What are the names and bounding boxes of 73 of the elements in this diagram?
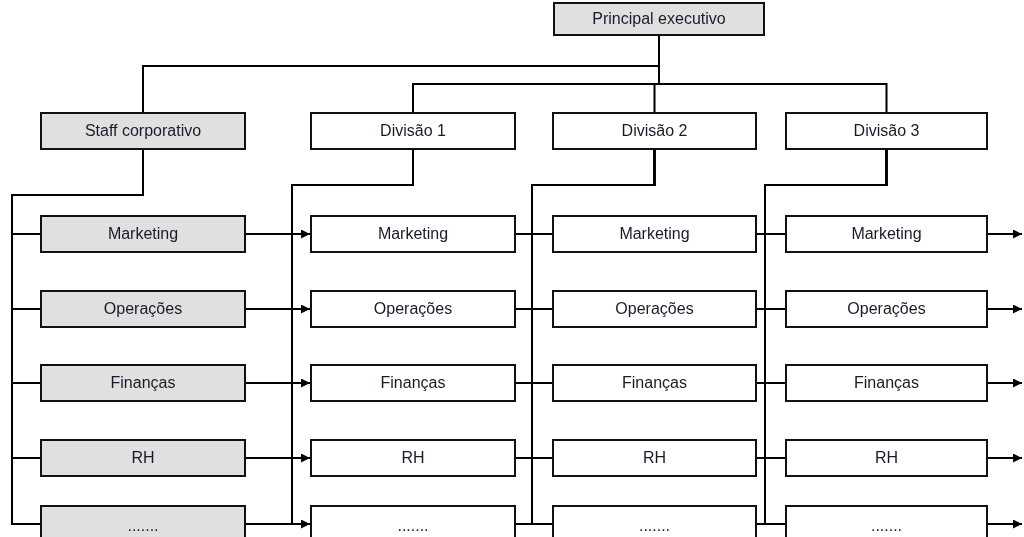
- org-box: [310, 505, 516, 537]
- org-box: [785, 439, 988, 477]
- box-label: RH: [874, 449, 899, 467]
- connector-line: [764, 149, 888, 525]
- org-box: [552, 215, 757, 253]
- box-label: RH: [401, 449, 425, 467]
- staff-box: [40, 364, 246, 402]
- arrow: [987, 378, 1023, 388]
- arrow: [987, 304, 1023, 314]
- box-label: Marketing: [377, 225, 449, 243]
- arrow: [987, 453, 1023, 463]
- org-box: [552, 112, 757, 150]
- box-label: Staff corporativo: [84, 122, 202, 140]
- org-box: [310, 215, 516, 253]
- box-label: Marketing: [107, 225, 179, 243]
- box-label: Divisão 3: [853, 122, 920, 140]
- box-label: Marketing: [619, 225, 690, 243]
- org-box: [310, 290, 516, 328]
- arrow: [245, 519, 311, 529]
- box-label: .......: [870, 517, 903, 535]
- staff-box: [40, 215, 246, 253]
- org-box: [552, 290, 757, 328]
- staff-box: [553, 2, 765, 36]
- org-box: [310, 364, 516, 402]
- staff-box: [40, 505, 246, 537]
- box-label: Operações: [103, 300, 183, 318]
- box-label: Finanças: [622, 374, 687, 392]
- connector-line: [756, 233, 786, 235]
- box-label: Divisão 1: [380, 122, 446, 140]
- arrow: [987, 519, 1023, 529]
- box-label: Finanças: [854, 374, 919, 392]
- arrow: [987, 229, 1023, 239]
- connector-line: [756, 523, 786, 525]
- connector-line: [756, 457, 786, 459]
- box-label: RH: [642, 449, 667, 467]
- connector-line: [515, 233, 553, 235]
- org-box: [552, 439, 757, 477]
- org-box: [310, 439, 516, 477]
- connector-line: [515, 457, 553, 459]
- arrow: [245, 304, 311, 314]
- connector-line: [515, 308, 553, 310]
- box-label: RH: [131, 449, 155, 467]
- org-box: [552, 364, 757, 402]
- box-label: .......: [638, 517, 671, 535]
- box-label: Finanças: [380, 374, 446, 392]
- connector-line: [531, 149, 656, 525]
- staff-box: [40, 439, 246, 477]
- box-label: .......: [397, 517, 429, 535]
- org-box: [552, 505, 757, 537]
- connector-line: [515, 382, 553, 384]
- arrow: [245, 378, 311, 388]
- box-label: .......: [127, 517, 159, 535]
- box-label: Operações: [373, 300, 453, 318]
- connector-line: [658, 35, 888, 113]
- connector-line: [756, 382, 786, 384]
- org-box: [785, 112, 988, 150]
- box-label: Divisão 2: [621, 122, 688, 140]
- arrow: [245, 229, 311, 239]
- org-box: [785, 364, 988, 402]
- box-label: Operações: [847, 300, 926, 318]
- org-box: [785, 505, 988, 537]
- org-box: [785, 215, 988, 253]
- org-box: [310, 112, 516, 150]
- org-box: [785, 290, 988, 328]
- staff-box: [40, 112, 246, 150]
- arrow: [245, 453, 311, 463]
- box-label: Operações: [615, 300, 694, 318]
- staff-box: [40, 290, 246, 328]
- box-label: Principal executivo: [592, 10, 726, 28]
- connector-line: [756, 308, 786, 310]
- box-label: Marketing: [851, 225, 922, 243]
- box-label: Finanças: [110, 374, 176, 392]
- connector-line: [515, 523, 553, 525]
